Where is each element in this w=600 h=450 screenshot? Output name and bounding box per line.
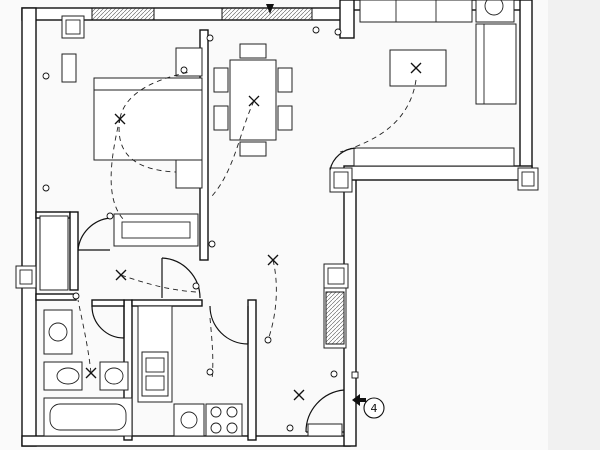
arrow-down-icon <box>266 4 274 14</box>
sideboard <box>353 147 515 167</box>
oven <box>173 403 205 437</box>
shower <box>43 309 73 355</box>
hallway <box>115 254 347 401</box>
armchair <box>475 0 515 23</box>
exterior-walls <box>21 0 533 447</box>
structural-columns <box>15 15 539 289</box>
electrical-switches <box>42 26 343 437</box>
stove <box>205 403 243 437</box>
bidet <box>99 361 129 391</box>
bathroom <box>43 299 133 437</box>
closet <box>39 215 69 291</box>
doors <box>77 147 357 433</box>
bedroom <box>39 47 203 291</box>
sofa <box>359 0 473 23</box>
chair <box>213 67 229 93</box>
kitchen <box>137 305 243 437</box>
living-room <box>339 0 517 167</box>
chair <box>277 67 293 93</box>
chair <box>277 105 293 131</box>
chair <box>239 141 267 157</box>
entry-mat <box>307 423 343 437</box>
double-bed <box>93 77 203 161</box>
coffee-table <box>389 49 447 87</box>
nightstand <box>175 47 203 77</box>
toilet <box>43 361 83 391</box>
desk-chair <box>61 53 77 83</box>
couch <box>475 23 517 105</box>
wardrobe <box>113 213 199 247</box>
chair <box>239 43 267 59</box>
dining-area <box>211 43 293 197</box>
arrow-left-icon <box>352 394 366 406</box>
chair <box>213 105 229 131</box>
section-marker: 4 <box>351 371 385 419</box>
nightstand <box>175 159 203 189</box>
section-marker-label: 4 <box>371 402 378 415</box>
